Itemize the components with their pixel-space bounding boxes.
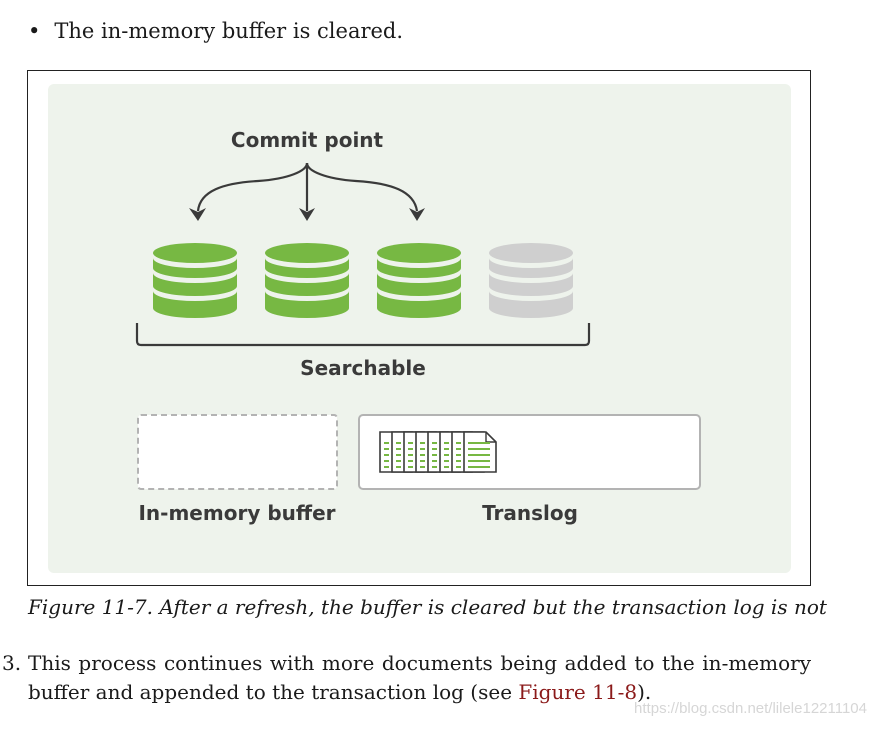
step-number: 3. — [2, 651, 22, 675]
commit-point-label: Commit point — [231, 128, 384, 152]
diagram-panel — [48, 84, 791, 573]
searchable-label: Searchable — [300, 356, 426, 380]
arrowhead-right — [409, 208, 425, 221]
commit-arrow-right — [305, 162, 419, 212]
commit-arrows — [196, 162, 419, 212]
segment-uncommitted — [489, 243, 573, 318]
in-memory-buffer-label: In-memory buffer — [138, 501, 335, 525]
bullet-symbol: • — [28, 19, 41, 43]
in-memory-buffer-box — [137, 414, 338, 490]
bullet-text: The in-memory buffer is cleared. — [54, 19, 404, 43]
watermark: https://blog.csdn.net/lilele12211104 — [634, 700, 867, 717]
segment-committed-1 — [153, 243, 237, 318]
arrowhead-left — [189, 208, 206, 221]
figure-link[interactable]: Figure 11-8 — [518, 680, 638, 704]
translog-label: Translog — [482, 501, 578, 525]
step-body: This process continues with more documen… — [28, 649, 811, 707]
refresh-diagram: Commit point — [48, 84, 791, 573]
translog-document-icon — [463, 431, 497, 473]
commit-arrowheads — [189, 208, 425, 221]
figure-frame: Commit point — [27, 70, 811, 586]
bullet-item: • The in-memory buffer is cleared. — [28, 16, 403, 46]
step-text-before: This process continues with more documen… — [28, 651, 811, 704]
segment-committed-3 — [377, 243, 461, 318]
segment-committed-2 — [265, 243, 349, 318]
arrowhead-middle — [299, 208, 315, 221]
figure-caption: Figure 11-7. After a refresh, the buffer… — [28, 595, 827, 619]
translog-documents — [379, 431, 497, 473]
searchable-bracket — [135, 323, 591, 347]
commit-arrow-left — [196, 162, 309, 212]
step-text-after: ). — [637, 680, 652, 704]
